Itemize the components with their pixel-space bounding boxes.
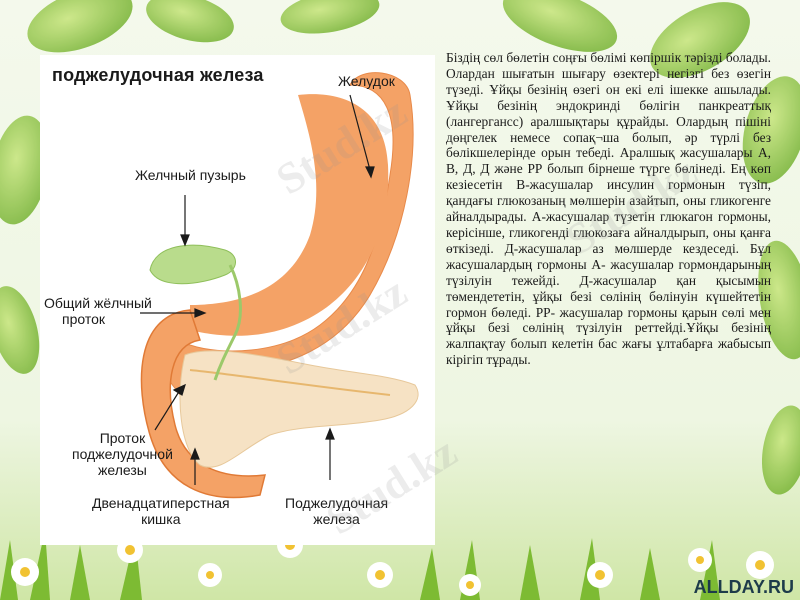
gallbladder-shape	[149, 244, 236, 285]
pancreatic-duct-line	[189, 369, 391, 396]
body-text: Біздің сөл бөлетін соңғы бөлімі көпіршік…	[446, 50, 771, 368]
anatomy-diagram: поджелудочная железа Желудок Желчный пуз…	[40, 55, 435, 545]
pancreas-illustration	[140, 72, 419, 499]
label-common-bile-duct: Общий жёлчный проток	[44, 295, 152, 327]
bile-duct-line	[213, 264, 242, 381]
label-duodenum: Двенадцатиперстная кишка	[92, 495, 230, 527]
label-pancreas: Поджелудочная железа	[285, 495, 389, 527]
stomach-body	[190, 94, 389, 336]
pancreas-shape	[179, 350, 419, 468]
diagram-title: поджелудочная железа	[52, 65, 264, 85]
leaf-decoration	[0, 0, 800, 495]
site-logo: ALLDAY.RU	[693, 577, 794, 597]
label-pancreatic-duct: Проток поджелудочной железы	[72, 430, 173, 478]
label-gallbladder: Желчный пузырь	[135, 167, 246, 183]
label-stomach: Желудок	[338, 73, 395, 89]
duodenum-shape	[140, 309, 266, 499]
